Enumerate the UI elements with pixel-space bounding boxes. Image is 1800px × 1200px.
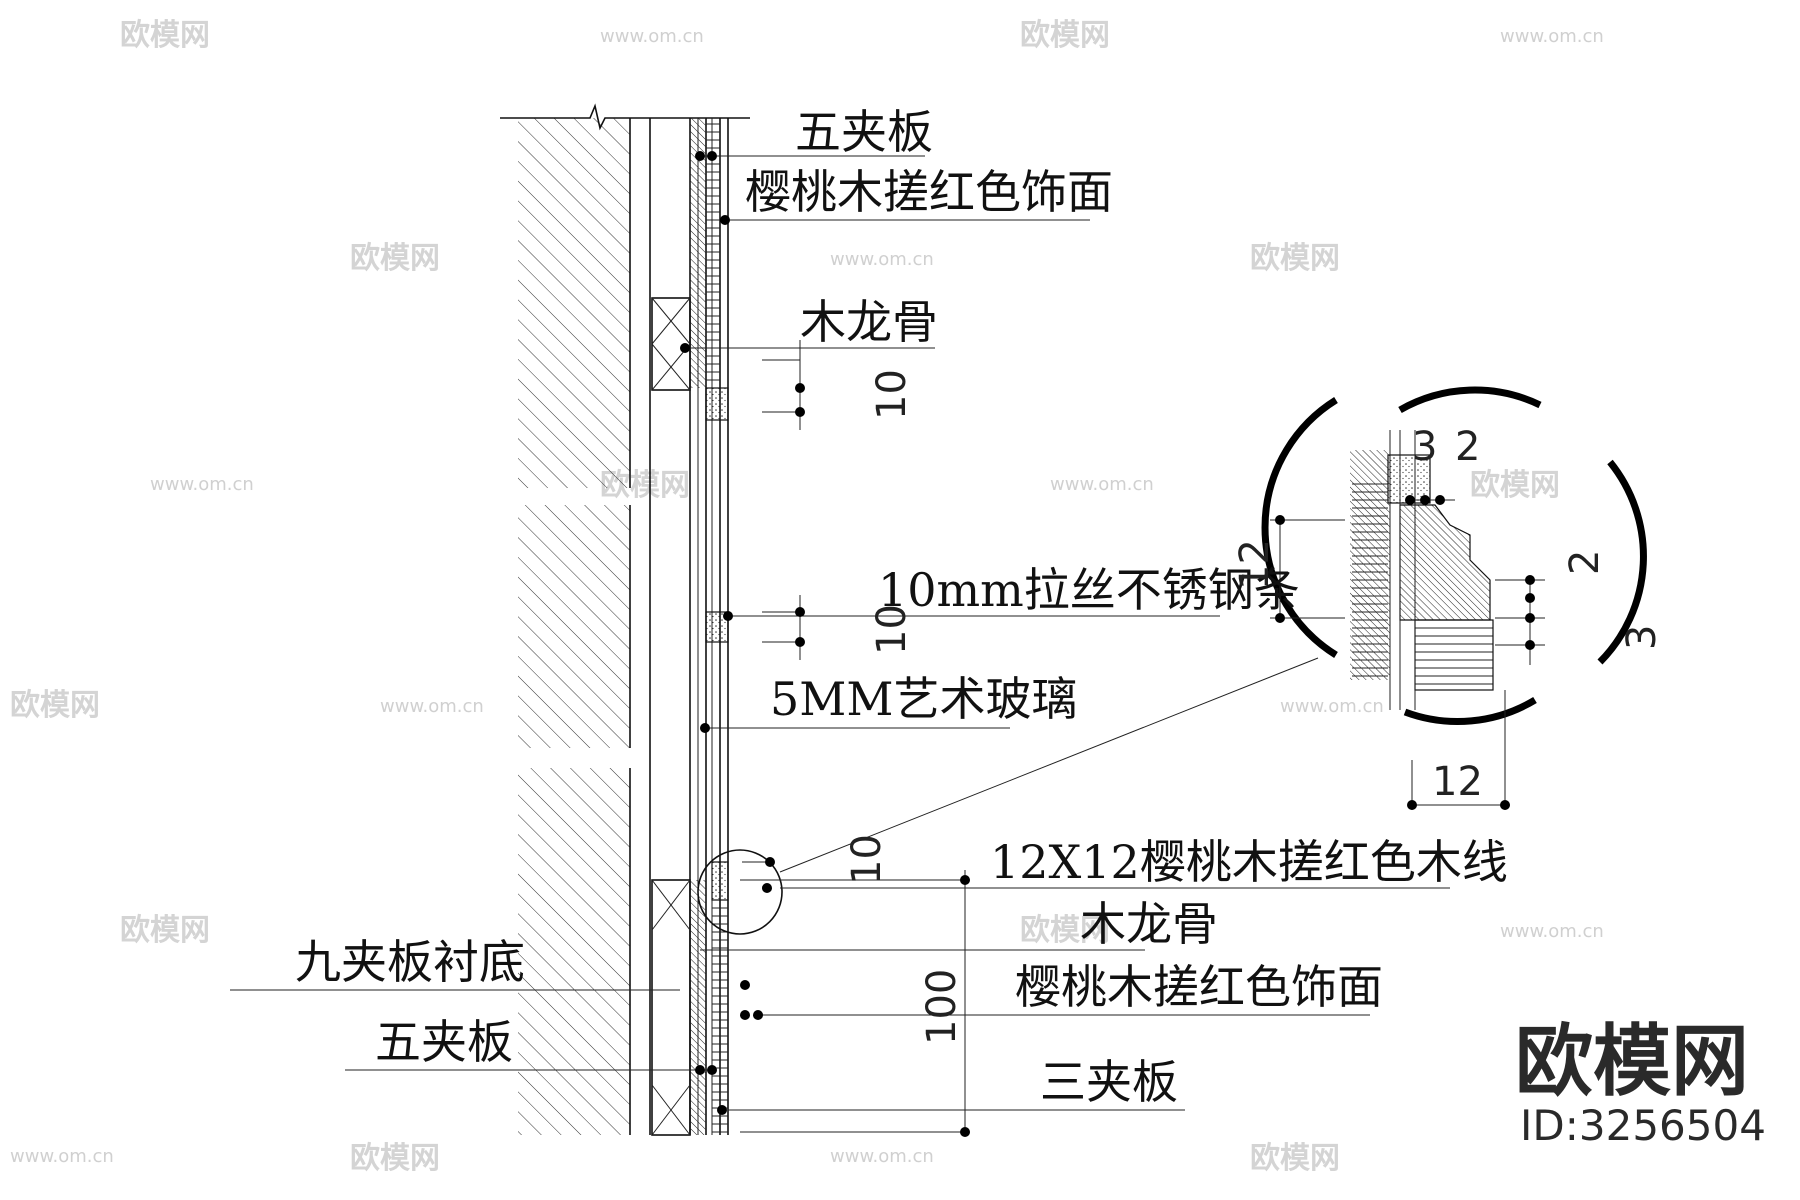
svg-text:欧模网: 欧模网 xyxy=(1250,241,1340,276)
logo-id: ID:3256504 xyxy=(1520,1101,1766,1150)
label-bottom-cherry-face: 樱桃木搓红色饰面 xyxy=(1015,960,1383,1014)
watermark-tile: 欧模网 xyxy=(350,1141,440,1176)
svg-text:欧模网: 欧模网 xyxy=(10,688,100,723)
leader-lines xyxy=(230,155,1450,1111)
svg-text:www.om.cn: www.om.cn xyxy=(1500,921,1604,942)
svg-text:欧模网: 欧模网 xyxy=(1020,18,1110,53)
svg-text:www.om.cn: www.om.cn xyxy=(1280,696,1384,717)
dim-middle-gap: 10 xyxy=(869,604,915,655)
svg-text:www.om.cn: www.om.cn xyxy=(380,696,484,717)
label-art-glass: 5MM艺术玻璃 xyxy=(770,672,1077,726)
watermark-tile: www.om.cn xyxy=(10,1146,114,1167)
dim-top-gap: 10 xyxy=(869,369,915,420)
watermark-tile: 欧模网 xyxy=(10,688,100,723)
svg-text:www.om.cn: www.om.cn xyxy=(600,26,704,47)
watermark-tile: 欧模网 xyxy=(1250,1141,1340,1176)
label-cherry-molding: 12X12樱桃木搓红色木线 xyxy=(990,835,1508,889)
dim-bottom-height: 100 xyxy=(919,969,965,1045)
svg-text:欧模网: 欧模网 xyxy=(1250,1141,1340,1176)
watermark-tile: www.om.cn xyxy=(600,26,704,47)
svg-text:www.om.cn: www.om.cn xyxy=(1050,474,1154,495)
watermark-tile: www.om.cn xyxy=(150,474,254,495)
watermark-tile: 欧模网 xyxy=(1250,241,1340,276)
svg-text:欧模网: 欧模网 xyxy=(120,18,210,53)
dim-detail-right-b: 3 xyxy=(1619,625,1665,650)
concrete-wall xyxy=(500,103,750,1135)
watermark-tile: www.om.cn xyxy=(380,696,484,717)
wood-joist-upper xyxy=(651,297,691,391)
dimension-text: 10 10 10 100 3 2 12 2 3 12 xyxy=(844,369,1665,1045)
watermark-tile: 欧模网 xyxy=(1020,913,1110,948)
enlarged-detail xyxy=(1261,386,1647,725)
label-three-ply: 三夹板 xyxy=(1040,1055,1178,1109)
watermark-tile: 欧模网 xyxy=(120,913,210,948)
label-top-five-ply: 五夹板 xyxy=(795,105,933,159)
svg-text:www.om.cn: www.om.cn xyxy=(150,474,254,495)
label-nine-ply-backing: 九夹板衬底 xyxy=(295,935,525,989)
watermark-tile: 欧模网 xyxy=(120,18,210,53)
svg-text:www.om.cn: www.om.cn xyxy=(1500,26,1604,47)
label-top-wood-joist: 木龙骨 xyxy=(800,295,938,349)
watermark-tile: www.om.cn xyxy=(1500,26,1604,47)
svg-text:www.om.cn: www.om.cn xyxy=(10,1146,114,1167)
watermark-tile: www.om.cn xyxy=(830,249,934,270)
upper-panel xyxy=(690,118,729,421)
label-bottom-wood-joist: 木龙骨 xyxy=(1080,897,1218,951)
svg-text:欧模网: 欧模网 xyxy=(1020,913,1110,948)
svg-text:欧模网: 欧模网 xyxy=(350,1141,440,1176)
watermark-tile: www.om.cn xyxy=(830,1146,934,1167)
dim-detail-left: 12 xyxy=(1232,539,1278,590)
watermark-tile: 欧模网 xyxy=(1470,468,1560,503)
logo-watermark: 欧模网 ID:3256504 xyxy=(1515,1017,1766,1150)
dim-detail-bottom: 12 xyxy=(1432,759,1483,805)
steel-strip-section xyxy=(705,611,729,643)
labels: 五夹板 樱桃木搓红色饰面 木龙骨 10mm拉丝不锈钢条 5MM艺术玻璃 12X1… xyxy=(295,105,1508,1109)
dim-detail-top: 3 xyxy=(1412,424,1437,470)
label-bottom-five-ply: 五夹板 xyxy=(375,1015,513,1069)
lower-panel xyxy=(690,861,729,1135)
watermark-tile: www.om.cn xyxy=(1050,474,1154,495)
svg-text:www.om.cn: www.om.cn xyxy=(830,1146,934,1167)
logo-text: 欧模网 xyxy=(1515,1017,1749,1107)
watermark-tile: 欧模网 xyxy=(1020,18,1110,53)
svg-text:www.om.cn: www.om.cn xyxy=(830,249,934,270)
svg-text:欧模网: 欧模网 xyxy=(1470,468,1560,503)
watermark-tile: 欧模网 xyxy=(350,241,440,276)
watermark-tiles: 欧模网 www.om.cn 欧模网 www.om.cn 欧模网 www.om.c… xyxy=(10,18,1604,1176)
svg-text:欧模网: 欧模网 xyxy=(120,913,210,948)
dim-detail-right-a: 2 xyxy=(1562,550,1608,575)
wood-joist-lower xyxy=(651,879,691,1136)
label-top-cherry-face: 樱桃木搓红色饰面 xyxy=(745,165,1113,219)
label-steel-strip: 10mm拉丝不锈钢条 xyxy=(878,563,1300,617)
detail-callout xyxy=(697,657,1319,935)
watermark-tile: www.om.cn xyxy=(1500,921,1604,942)
dim-detail-top-right: 2 xyxy=(1455,424,1480,470)
watermark-tile: www.om.cn xyxy=(1280,696,1384,717)
dim-molding-offset: 10 xyxy=(844,834,890,885)
markers xyxy=(680,151,1535,1137)
svg-text:欧模网: 欧模网 xyxy=(350,241,440,276)
